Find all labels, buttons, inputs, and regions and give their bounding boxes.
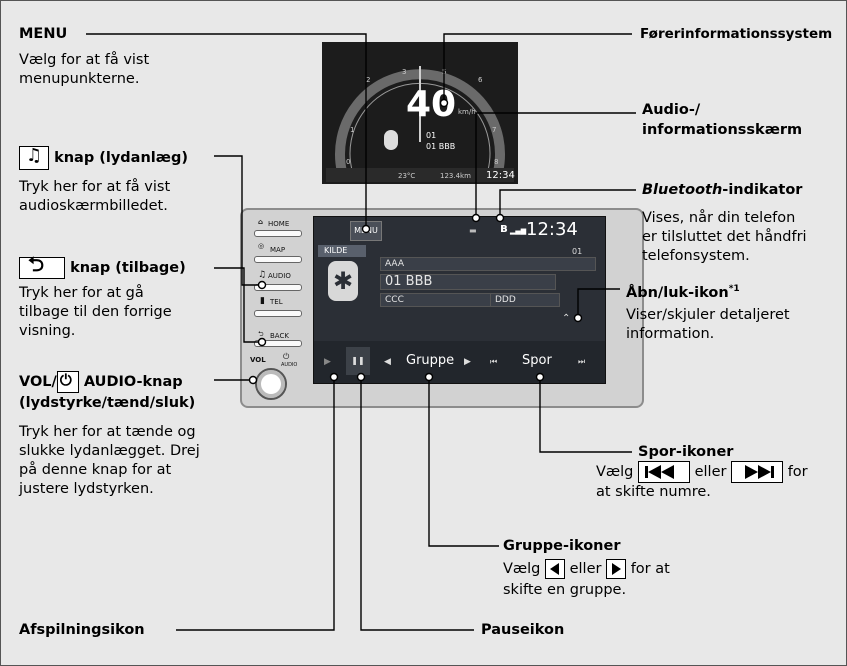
back-button-desc-3: visning.	[19, 322, 75, 341]
right-triangle-icon	[607, 560, 625, 578]
line-bluetooth	[500, 190, 636, 218]
spor-desc: Vælg eller for	[596, 461, 808, 483]
menu-desc-2: menupunkterne.	[19, 70, 139, 89]
fis-title: Førerinformationssystem	[640, 25, 832, 44]
open-close-desc-1: Viser/skjuler detaljeret	[626, 306, 790, 325]
gruppe-desc-2: eller	[570, 561, 602, 577]
dot-pause	[358, 374, 365, 381]
power-box-icon: ⏻	[57, 371, 79, 393]
bluetooth-desc-2: er tilsluttet det håndfri	[642, 228, 807, 247]
bluetooth-title: Bluetooth-indikator	[642, 181, 802, 200]
spor-desc-4: at skifte numre.	[596, 483, 711, 502]
audio-screen-title-2: informationsskærm	[642, 121, 802, 140]
music-note-box-icon: ♫	[19, 146, 49, 170]
skip-forward-icon	[732, 462, 782, 482]
vol-desc-4: justere lydstyrken.	[19, 480, 154, 499]
group-next-box-icon	[606, 559, 626, 579]
vol-title: VOL/⏻ AUDIO-knap	[19, 371, 183, 393]
skip-back-box-icon	[638, 461, 690, 483]
dot-menu	[363, 226, 370, 233]
vol-desc-3: på denne knap for at	[19, 461, 171, 480]
dot-afspilning	[331, 374, 338, 381]
audio-button-title-text: knap (lydanlæg)	[54, 150, 188, 166]
dot-spor	[537, 374, 544, 381]
gruppe-desc-3: for at	[631, 561, 670, 577]
back-button-title-text: knap (tilbage)	[70, 260, 186, 276]
line-audio-button	[214, 156, 262, 285]
line-gruppe	[429, 377, 499, 546]
spor-desc-1: Vælg	[596, 464, 633, 480]
music-note-glyph-icon: ♫	[26, 146, 42, 165]
pause-label: Pauseikon	[481, 621, 564, 640]
audio-screen-title-1: Audio-/	[642, 101, 700, 120]
open-close-title-text: Åbn/luk-ikon	[626, 285, 729, 301]
gruppe-desc: Vælg eller for at	[503, 559, 670, 579]
dot-audio-button	[259, 282, 266, 289]
dot-audio-screen	[473, 215, 480, 222]
dot-vol	[250, 377, 257, 384]
line-spor	[540, 377, 632, 452]
vol-title-prefix: VOL/	[19, 374, 57, 390]
dot-open-close	[575, 315, 582, 322]
dot-gruppe	[426, 374, 433, 381]
spor-desc-3: for	[788, 464, 808, 480]
dot-bluetooth	[497, 215, 504, 222]
open-close-desc-2: information.	[626, 325, 714, 344]
open-close-footnote: *1	[729, 284, 740, 294]
dot-back-button	[259, 339, 266, 346]
vol-title-2: (lydstyrke/tænd/sluk)	[19, 394, 195, 413]
back-button-desc-2: tilbage til den forrige	[19, 303, 172, 322]
spor-title: Spor-ikoner	[638, 443, 733, 462]
menu-desc-1: Vælg for at få vist	[19, 51, 149, 70]
bluetooth-title-italic: Bluetooth	[642, 182, 722, 198]
skip-forward-box-icon	[731, 461, 783, 483]
back-arrow-box-icon: ⮌	[19, 257, 65, 279]
gruppe-title: Gruppe-ikoner	[503, 537, 620, 556]
vol-title-suffix: AUDIO-knap	[84, 374, 183, 390]
gruppe-desc-1: Vælg	[503, 561, 540, 577]
audio-button-title: ♫ knap (lydanlæg)	[19, 146, 188, 170]
bluetooth-desc-1: Vises, når din telefon	[642, 209, 795, 228]
audio-button-desc-1: Tryk her for at få vist	[19, 178, 170, 197]
line-pause	[361, 377, 474, 630]
skip-back-icon	[639, 462, 689, 482]
back-arrow-glyph-icon: ⮌	[28, 255, 44, 274]
afspilning-label: Afspilningsikon	[19, 621, 145, 640]
line-open-close	[578, 289, 620, 318]
open-close-title: Åbn/luk-ikon*1	[626, 280, 740, 303]
back-button-desc-1: Tryk her for at gå	[19, 284, 144, 303]
group-prev-box-icon	[545, 559, 565, 579]
line-back-button	[214, 268, 262, 342]
power-glyph-icon: ⏻	[60, 371, 72, 390]
left-triangle-icon	[546, 560, 564, 578]
back-button-title: ⮌ knap (tilbage)	[19, 257, 186, 279]
bluetooth-title-suffix: -indikator	[722, 182, 802, 198]
line-fis	[444, 34, 632, 103]
line-afspilning	[176, 377, 334, 630]
bluetooth-desc-3: telefonsystem.	[642, 247, 750, 266]
menu-title: MENU	[19, 25, 67, 44]
dot-fis	[441, 100, 448, 107]
spor-desc-2: eller	[695, 464, 727, 480]
vol-desc-2: slukke lydanlægget. Drej	[19, 442, 200, 461]
gruppe-desc-4: skifte en gruppe.	[503, 581, 626, 600]
audio-button-desc-2: audioskærmbilledet.	[19, 197, 168, 216]
vol-desc-1: Tryk her for at tænde og	[19, 423, 196, 442]
